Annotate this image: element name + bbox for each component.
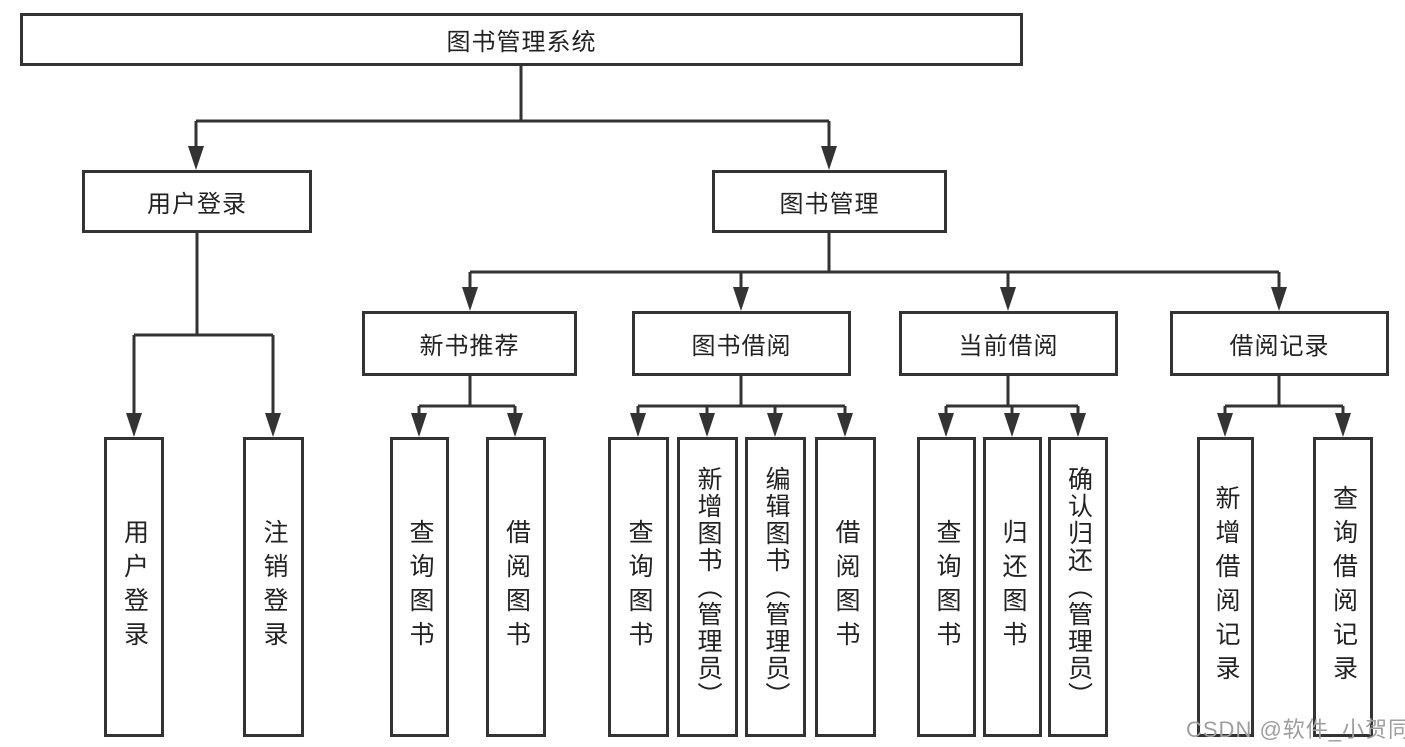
leaf-current-query-books-label: 查询图书 <box>933 519 961 655</box>
node-new-book-recommend: 新书推荐 <box>362 311 577 376</box>
leaf-user-login-label: 用户登录 <box>120 519 149 655</box>
leaf-recommend-query-books: 查询图书 <box>390 437 449 737</box>
leaf-add-books-admin-label: 新增图书（管理员） <box>694 465 722 709</box>
leaf-user-login: 用户登录 <box>104 437 164 737</box>
node-current-borrow: 当前借阅 <box>899 311 1118 376</box>
node-library-system-label: 图书管理系统 <box>446 29 597 56</box>
leaf-logout-login: 注销登录 <box>243 437 304 737</box>
leaf-borrow-query-books-label: 查询图书 <box>625 519 653 655</box>
leaf-current-query-books: 查询图书 <box>917 437 976 737</box>
leaf-logout-login-label: 注销登录 <box>260 519 288 655</box>
arrowheads <box>126 146 1351 437</box>
node-user-login-label: 用户登录 <box>147 191 247 218</box>
node-user-login: 用户登录 <box>82 170 312 233</box>
node-book-management: 图书管理 <box>712 170 947 233</box>
leaf-borrow-borrow-books-label: 借阅图书 <box>832 519 860 655</box>
node-borrow-records-label: 借阅记录 <box>1229 333 1330 360</box>
leaf-query-borrow-record-label: 查询借阅记录 <box>1329 485 1358 689</box>
leaf-borrow-query-books: 查询图书 <box>608 437 669 737</box>
node-library-system: 图书管理系统 <box>20 13 1023 66</box>
node-book-borrow-label: 图书借阅 <box>691 333 792 360</box>
csdn-watermark: CSDN @软件_小贺同学 <box>1186 717 1405 742</box>
leaf-recommend-borrow-books: 借阅图书 <box>486 437 546 737</box>
leaf-add-borrow-record-label: 新增借阅记录 <box>1212 485 1240 689</box>
node-book-borrow: 图书借阅 <box>632 311 851 376</box>
leaf-edit-books-admin: 编辑图书（管理员） <box>745 437 806 737</box>
leaf-add-borrow-record: 新增借阅记录 <box>1197 437 1254 737</box>
leaf-confirm-return-admin: 确认归还（管理员） <box>1048 437 1108 737</box>
leaf-return-books: 归还图书 <box>983 437 1042 737</box>
node-current-borrow-label: 当前借阅 <box>958 333 1059 360</box>
leaf-add-books-admin: 新增图书（管理员） <box>677 437 738 737</box>
leaf-borrow-borrow-books: 借阅图书 <box>815 437 876 737</box>
node-borrow-records: 借阅记录 <box>1170 311 1389 376</box>
leaf-query-borrow-record: 查询借阅记录 <box>1313 437 1373 737</box>
leaf-recommend-borrow-books-label: 借阅图书 <box>502 519 531 655</box>
node-book-management-label: 图书管理 <box>779 191 880 218</box>
leaf-edit-books-admin-label: 编辑图书（管理员） <box>762 465 790 709</box>
node-new-book-recommend-label: 新书推荐 <box>419 333 520 360</box>
leaf-confirm-return-admin-label: 确认归还（管理员） <box>1064 465 1093 709</box>
leaf-recommend-query-books-label: 查询图书 <box>406 519 434 655</box>
leaf-return-books-label: 归还图书 <box>999 519 1027 655</box>
